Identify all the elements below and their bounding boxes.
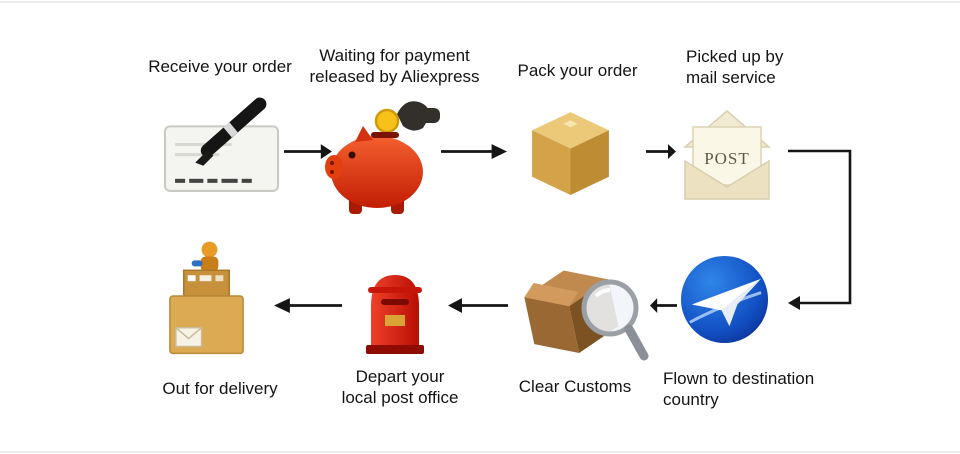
package-box-icon: [522, 102, 618, 198]
post-envelope-text: POST: [704, 149, 750, 168]
step-label-flown: Flown to destination country: [663, 369, 815, 409]
arrow-pack-to-pickup: [646, 143, 676, 160]
arrow-payment-to-pack: [441, 143, 507, 160]
arrow-flight-to-customs: [650, 297, 677, 314]
arrow-postoffice-to-delivery: [274, 297, 342, 314]
delivery-courier-icon: [160, 236, 254, 362]
step-label-picked-up: Picked up by mail service: [686, 47, 784, 87]
step-label-pack-order: Pack your order: [517, 61, 638, 80]
step-label-out-for-delivery: Out for delivery: [162, 379, 278, 398]
step-label-receive-order: Receive your order: [148, 57, 292, 76]
step-label-waiting-payment: Waiting for payment released by Aliexpre…: [309, 46, 480, 86]
airplane-globe-icon: [678, 253, 771, 346]
post-envelope-icon: POST: [677, 101, 777, 203]
step-label-clear-customs: Clear Customs: [518, 377, 632, 396]
customs-inspection-icon: [510, 250, 650, 372]
arrow-customs-to-postoffice: [448, 297, 508, 314]
piggy-bank-icon: [325, 94, 440, 214]
arrow-receive-to-payment: [284, 143, 332, 160]
step-label-depart-post: Depart your local post office: [341, 367, 459, 407]
cheque-pen-icon: [158, 92, 286, 198]
border-line-bottom: [0, 451, 960, 453]
border-line-top: [0, 1, 960, 3]
arrow-pickup-to-flight-connector: [788, 141, 862, 313]
mailbox-icon: [355, 261, 435, 358]
